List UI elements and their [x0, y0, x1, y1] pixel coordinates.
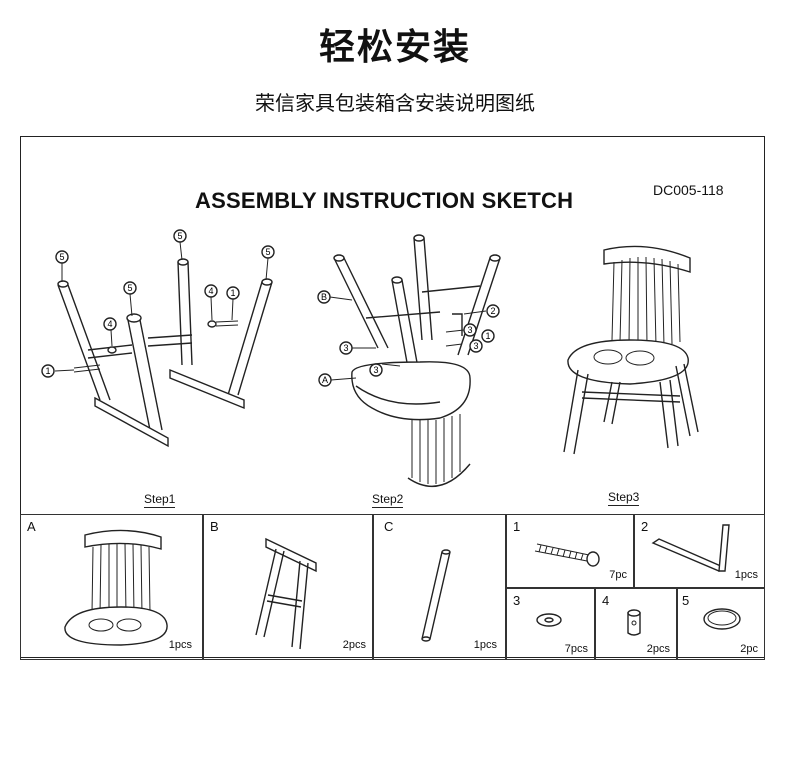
svg-text:2: 2 [490, 306, 495, 316]
part-cell-2: 2 1pcs [634, 514, 765, 588]
page-title: 轻松安装 [318, 27, 471, 68]
callout-1a: 1 [41, 364, 55, 378]
svg-text:3: 3 [343, 343, 348, 353]
part-qty: 7pc [609, 569, 627, 581]
part-label: B [210, 519, 219, 534]
part-qty: 1pcs [734, 569, 758, 581]
part-qty: 2pc [740, 643, 758, 655]
part-cell-b: B 2pcs [203, 514, 373, 660]
svg-text:A: A [322, 375, 328, 385]
svg-text:1: 1 [485, 331, 490, 341]
part-label: 1 [513, 519, 521, 534]
model-number: DC005-118 [653, 182, 724, 198]
part-label: C [384, 519, 394, 534]
stretcher-rod-icon [421, 549, 451, 642]
callout-5c: 5 [173, 229, 187, 243]
step3-label: Step3 [608, 490, 640, 506]
bolt-icon [534, 543, 600, 567]
svg-text:5: 5 [127, 283, 132, 293]
step3-illustration [563, 245, 699, 455]
callout-3a: 3 [339, 341, 353, 355]
svg-text:1: 1 [45, 366, 50, 376]
sheet-title: ASSEMBLY INSTRUCTION SKETCH [195, 188, 574, 213]
part-cell-1: 1 7pc [506, 514, 634, 588]
part-label: 2 [641, 519, 649, 534]
svg-text:3: 3 [373, 365, 378, 375]
part-label: 5 [682, 593, 690, 608]
step2-illustration [329, 234, 501, 487]
part-cell-3: 3 7pcs [506, 588, 595, 660]
washer-icon [536, 613, 562, 627]
svg-text:5: 5 [177, 231, 182, 241]
part-label: 4 [602, 593, 610, 608]
svg-text:B: B [321, 292, 327, 302]
svg-text:5: 5 [265, 247, 270, 257]
callout-1: 1 [481, 329, 495, 343]
callout-b: B [317, 290, 331, 304]
svg-text:4: 4 [107, 319, 112, 329]
page-subtitle: 荣信家具包装箱含安装说明图纸 [255, 91, 535, 115]
svg-text:1: 1 [230, 288, 235, 298]
leg-frame-icon [255, 537, 317, 650]
callout-3c: 3 [463, 323, 477, 337]
part-cell-5: 5 2pc [677, 588, 765, 660]
callout-3d: 3 [469, 339, 483, 353]
part-label: A [27, 519, 36, 534]
svg-text:4: 4 [208, 286, 213, 296]
callout-5a: 5 [55, 250, 69, 264]
callout-a: A [318, 373, 332, 387]
part-cell-a: A 1pcs [20, 514, 203, 660]
part-qty: 2pcs [646, 643, 670, 655]
step2-label: Step2 [372, 492, 404, 508]
callout-2: 2 [486, 304, 500, 318]
callout-5b: 5 [123, 281, 137, 295]
callout-4b: 4 [204, 284, 218, 298]
callout-1b: 1 [226, 286, 240, 300]
callout-5d: 5 [261, 245, 275, 259]
step1-illustration [54, 241, 273, 448]
part-qty: 7pcs [564, 643, 588, 655]
part-qty: 1pcs [168, 639, 192, 651]
part-cell-c: C 1pcs [373, 514, 506, 660]
allen-key-icon [651, 524, 730, 572]
seat-back-icon [64, 529, 168, 646]
part-cell-4: 4 2pcs [595, 588, 677, 660]
svg-text:3: 3 [467, 325, 472, 335]
svg-text:3: 3 [473, 341, 478, 351]
floor-pad-icon [703, 608, 741, 630]
instruction-sheet-frame [20, 136, 765, 658]
step1-label: Step1 [144, 492, 176, 508]
barrel-nut-icon [627, 609, 641, 636]
svg-text:5: 5 [59, 252, 64, 262]
part-qty: 1pcs [473, 639, 497, 651]
callout-4a: 4 [103, 317, 117, 331]
part-label: 3 [513, 593, 521, 608]
part-qty: 2pcs [342, 639, 366, 651]
callout-3b: 3 [369, 363, 383, 377]
